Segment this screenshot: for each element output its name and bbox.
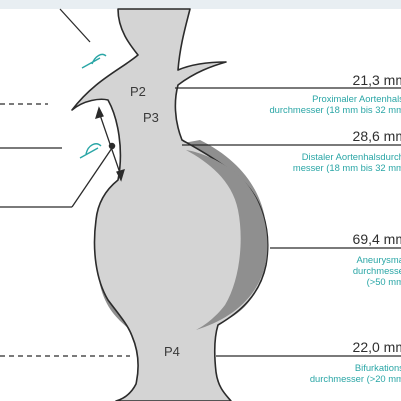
ref-line-top (60, 9, 90, 42)
measurement-value: 21,3 mm (177, 72, 401, 88)
measurement-proximal-neck: 21,3 mm (177, 72, 401, 88)
measurement-description: durchmesser (18 mm bis 32 mm) (177, 104, 401, 115)
measurement-description: durchmesser (177, 265, 401, 276)
label-p3: P3 (143, 110, 159, 125)
measurement-description: Distaler Aortenhalsdurch- (177, 151, 401, 162)
measurement-description: Aneurysma- (177, 254, 401, 265)
measurement-description: messer (18 mm bis 32 mm) (177, 162, 401, 173)
measurement-description: durchmesser (>20 mm) (177, 373, 401, 384)
arrow-head-top (96, 108, 103, 118)
angle-marker-mid (80, 144, 101, 158)
measurement-description: (>50 mm) (177, 276, 401, 287)
measurement-value: 22,0 mm (177, 339, 401, 355)
measurement-bifurcation-desc: Bifurkations- durchmesser (>20 mm) (177, 362, 401, 384)
measurement-value: 69,4 mm (177, 231, 401, 247)
measurement-aneurysm-desc: Aneurysma- durchmesser (>50 mm) (177, 254, 401, 287)
measurement-proximal-neck-desc: Proximaler Aortenhals- durchmesser (18 m… (177, 93, 401, 115)
label-p2: P2 (130, 84, 146, 99)
measurement-value: 28,6 mm (177, 128, 401, 144)
measurement-description: Bifurkations- (177, 362, 401, 373)
measurement-description: Proximaler Aortenhals- (177, 93, 401, 104)
measurement-distal-neck-desc: Distaler Aortenhalsdurch- messer (18 mm … (177, 151, 401, 173)
measurement-aneurysm: 69,4 mm (177, 231, 401, 247)
angle-pivot (109, 143, 114, 148)
measurement-bifurcation: 22,0 mm (177, 339, 401, 355)
angle-marker-top (82, 54, 106, 68)
measurement-distal-neck: 28,6 mm (177, 128, 401, 144)
